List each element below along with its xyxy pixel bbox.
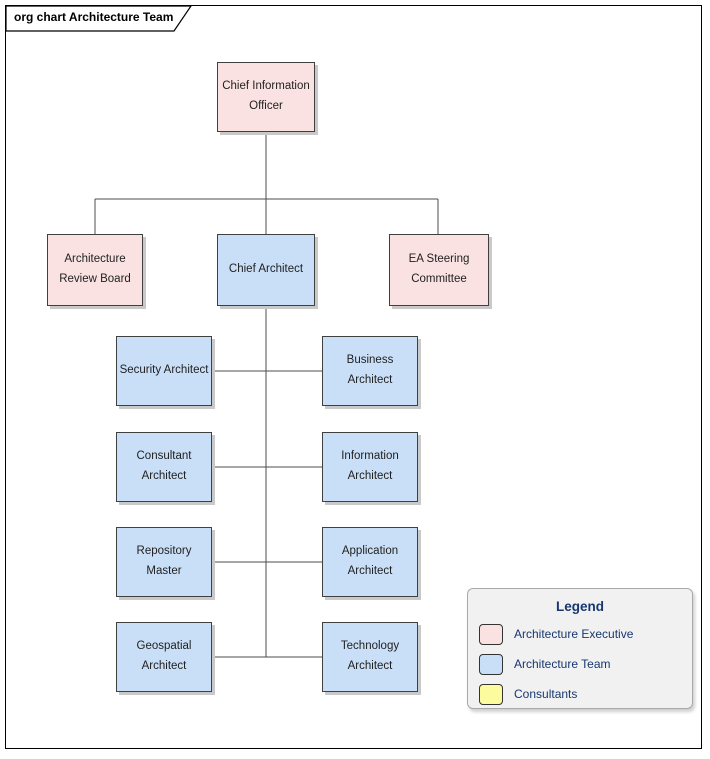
legend-panel[interactable]: Legend Architecture Executive Architectu… (467, 588, 693, 709)
org-node-technology-architect[interactable]: Technology Architect (322, 622, 418, 692)
node-label: Consultant Architect (136, 450, 192, 482)
node-label: Business Architect (346, 354, 394, 386)
legend-item-architecture-executive: Architecture Executive (479, 623, 692, 645)
node-label: Architecture Review Board (59, 253, 131, 285)
node-label: Security Architect (119, 364, 209, 377)
org-node-consultant-architect[interactable]: Consultant Architect (116, 432, 212, 502)
org-node-chief-architect[interactable]: Chief Architect (217, 234, 315, 306)
legend-item-label: Architecture Executive (514, 627, 634, 641)
legend-swatch-executive (479, 623, 503, 645)
legend-swatch-consultants (479, 683, 503, 705)
node-label: Technology Architect (340, 640, 400, 672)
legend-item-label: Consultants (514, 687, 578, 701)
org-node-chief-information-officer[interactable]: Chief Information Officer (217, 62, 315, 132)
org-node-application-architect[interactable]: Application Architect (322, 527, 418, 597)
diagram-frame (5, 5, 702, 749)
legend-item-architecture-team: Architecture Team (479, 653, 692, 675)
org-node-ea-steering-committee[interactable]: EA Steering Committee (389, 234, 489, 306)
node-label: Chief Architect (228, 263, 304, 276)
node-label: Information Architect (341, 450, 399, 482)
legend-item-label: Architecture Team (514, 657, 611, 671)
node-label: Repository Master (136, 545, 192, 577)
node-label: Application Architect (341, 545, 399, 577)
legend-item-consultants: Consultants (479, 683, 692, 705)
node-label: Geospatial Architect (136, 640, 192, 672)
legend-swatch-team (479, 653, 503, 675)
node-label: Chief Information Officer (222, 80, 310, 112)
org-node-business-architect[interactable]: Business Architect (322, 336, 418, 406)
node-label: EA Steering Committee (408, 253, 470, 285)
org-node-geospatial-architect[interactable]: Geospatial Architect (116, 622, 212, 692)
org-node-security-architect[interactable]: Security Architect (116, 336, 212, 406)
org-node-architecture-review-board[interactable]: Architecture Review Board (47, 234, 143, 306)
org-node-repository-master[interactable]: Repository Master (116, 527, 212, 597)
org-connectors (94, 132, 439, 658)
org-node-information-architect[interactable]: Information Architect (322, 432, 418, 502)
frame-tab-title: org chart Architecture Team (14, 10, 174, 24)
legend-title: Legend (555, 599, 604, 614)
